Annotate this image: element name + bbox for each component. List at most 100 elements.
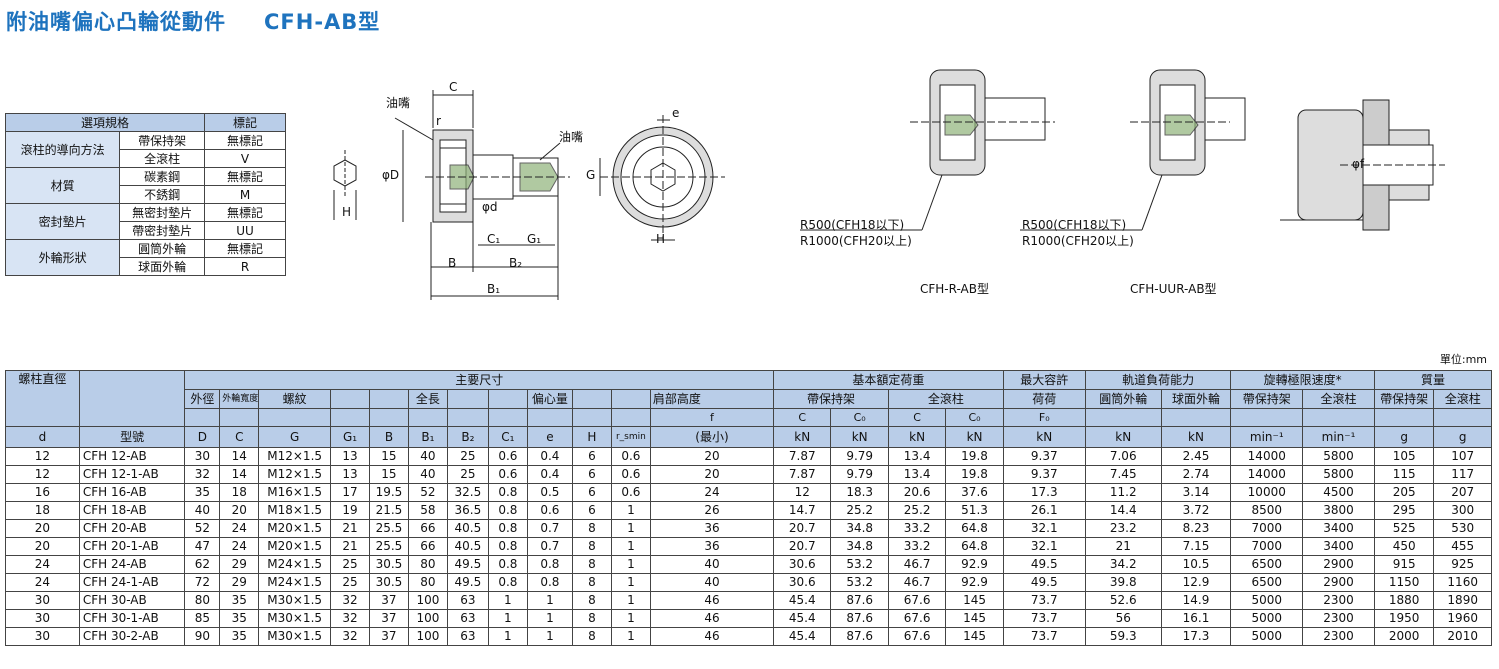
- table-cell: 24: [219, 537, 260, 556]
- options-item: 無密封墊片: [119, 203, 205, 222]
- table-cell: 45.4: [773, 609, 832, 628]
- table-cell: 40.5: [446, 519, 489, 538]
- table-cell: 0.6: [610, 483, 651, 502]
- table-cell: 8: [571, 573, 612, 592]
- table-cell: 52: [184, 519, 221, 538]
- table-cell: 52: [407, 483, 448, 502]
- table-cell: 145: [945, 627, 1004, 646]
- table-cell: 1: [526, 591, 573, 610]
- options-table: 選項規格 標記 滾柱的導向方法 帶保持架 無標記 全滾柱 V 材質 碳素鋼 無標…: [4, 113, 286, 276]
- table-cell: 0.6: [487, 465, 528, 484]
- th-cage2: 帶保持架: [1230, 389, 1304, 409]
- table-cell: 0.8: [487, 519, 528, 538]
- table-cell: 87.6: [830, 591, 889, 610]
- table-cell: 0.4: [526, 447, 573, 466]
- label-d: φd: [482, 200, 498, 214]
- table-cell: 80: [184, 591, 221, 610]
- table-cell: 36: [649, 537, 775, 556]
- table-cell: M12×1.5: [258, 447, 332, 466]
- th-C1: C₁: [487, 426, 528, 448]
- table-cell: 63: [446, 591, 489, 610]
- table-cell: 30: [5, 591, 80, 610]
- table-cell: 39.8: [1084, 573, 1162, 592]
- th-B2: B₂: [446, 426, 489, 448]
- label-B2: B₂: [509, 256, 523, 270]
- table-cell: 40: [649, 555, 775, 574]
- table-cell: 46.7: [887, 573, 947, 592]
- table-cell: 0.7: [526, 537, 573, 556]
- table-cell: 0.4: [526, 465, 573, 484]
- table-cell: 52.6: [1084, 591, 1162, 610]
- th-min1: min⁻¹: [1230, 426, 1304, 448]
- table-cell: 1: [610, 519, 651, 538]
- table-cell: 450: [1373, 537, 1435, 556]
- table-cell: 20: [5, 519, 80, 538]
- cfh-uur-ab-view: [1020, 69, 1246, 231]
- table-cell: 90: [184, 627, 221, 646]
- table-cell: 10.5: [1160, 555, 1232, 574]
- table-cell: 40: [649, 573, 775, 592]
- label-D: φD: [382, 168, 400, 182]
- table-cell: 100: [407, 627, 448, 646]
- table-cell: 8: [571, 627, 612, 646]
- th-main: 主要尺寸: [184, 370, 775, 390]
- table-cell: 21: [330, 537, 370, 556]
- th-shoulder: 肩部高度: [649, 389, 775, 409]
- table-cell: 14000: [1230, 465, 1304, 484]
- table-cell: 8: [571, 519, 612, 538]
- th-full2: 全滾柱: [1302, 389, 1375, 409]
- table-cell: 4500: [1302, 483, 1375, 502]
- table-cell: 455: [1433, 537, 1492, 556]
- table-cell: 32.1: [1002, 537, 1086, 556]
- th-rating: 基本額定荷重: [773, 370, 1004, 390]
- table-cell: 1: [526, 609, 573, 628]
- table-cell: 73.7: [1002, 591, 1086, 610]
- label-oil1: 油嘴: [386, 96, 411, 110]
- table-cell: 145: [945, 591, 1004, 610]
- table-cell: 20: [5, 537, 80, 556]
- table-cell: 32: [184, 465, 221, 484]
- table-cell: 64.8: [945, 537, 1004, 556]
- table-cell: 34.8: [830, 519, 889, 538]
- table-cell: 35: [184, 483, 221, 502]
- table-cell: 34.2: [1084, 555, 1162, 574]
- th-B1: B₁: [407, 426, 448, 448]
- table-cell: 3.14: [1160, 483, 1232, 502]
- table-cell: 20: [219, 501, 260, 520]
- th-d-head: 螺柱直徑: [5, 370, 80, 427]
- th-thread: 螺紋: [258, 389, 332, 409]
- table-cell: M18×1.5: [258, 501, 332, 520]
- table-cell: 300: [1433, 501, 1492, 520]
- table-cell: 58: [407, 501, 448, 520]
- table-cell: 295: [1373, 501, 1435, 520]
- table-cell: 5000: [1230, 609, 1304, 628]
- table-cell: 1: [610, 627, 651, 646]
- table-cell: CFH 20-AB: [78, 519, 186, 538]
- table-cell: 8: [571, 591, 612, 610]
- table-cell: 72: [184, 573, 221, 592]
- table-cell: 35: [219, 609, 260, 628]
- table-cell: 40.5: [446, 537, 489, 556]
- th-min2: min⁻¹: [1302, 426, 1375, 448]
- table-cell: 0.8: [487, 483, 528, 502]
- th-full3: 全滾柱: [1433, 389, 1492, 409]
- label-C1: C₁: [487, 232, 501, 246]
- table-cell: 18.3: [830, 483, 889, 502]
- table-cell: 1: [610, 573, 651, 592]
- table-cell: 0.7: [526, 519, 573, 538]
- table-cell: 1950: [1373, 609, 1435, 628]
- table-cell: 5000: [1230, 591, 1304, 610]
- th-maxload: 最大容許: [1002, 370, 1086, 390]
- table-cell: 63: [446, 609, 489, 628]
- table-cell: 25: [330, 555, 370, 574]
- table-cell: 35: [219, 591, 260, 610]
- table-cell: 1: [610, 555, 651, 574]
- th-cyl: 圓筒外輪: [1084, 389, 1162, 409]
- table-cell: 30: [184, 447, 221, 466]
- label-C: C: [449, 80, 458, 94]
- table-cell: 66: [407, 537, 448, 556]
